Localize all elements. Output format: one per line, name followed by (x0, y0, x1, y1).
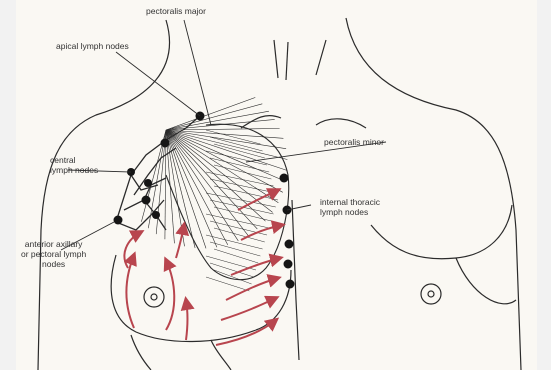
muscle-fiber-line (206, 151, 267, 165)
muscle-fiber-line (166, 130, 248, 236)
internal-thoracic-lymph-node (285, 240, 294, 249)
anatomy-figure: pectoralis major apical lymph nodes pect… (16, 0, 537, 370)
internal-thoracic-lymph-node (284, 260, 293, 269)
internal-thoracic-lymph-node (286, 280, 295, 289)
muscle-fiber-line (214, 207, 271, 221)
label-anterior-axillary-nodes: anterior axillary or pectoral lymph node… (21, 239, 86, 269)
internal-thoracic-lymph-node (280, 174, 289, 183)
central-lymph-node (161, 139, 170, 148)
muscle-fiber-line (166, 119, 275, 130)
label-pectoralis-minor: pectoralis minor (324, 137, 384, 147)
torso-outline (38, 18, 521, 370)
label-internal-thoracic-lymph-nodes: internal thoracic lymph nodes (320, 197, 380, 217)
label-apical-lymph-nodes: apical lymph nodes (56, 41, 129, 51)
muscle-fiber-line (214, 228, 265, 242)
central-lymph-node (144, 179, 152, 187)
label-central-lymph-nodes: central lymph nodes (50, 155, 98, 175)
muscle-fiber-line (214, 165, 271, 179)
breast-lymphatic-illustration (16, 0, 537, 370)
drainage-arrows (124, 190, 282, 345)
muscle-fiber-line (166, 130, 238, 241)
muscle-fiber-line (206, 172, 274, 186)
muscle-fiber-line (210, 242, 260, 256)
pectoral-lymph-node (142, 196, 151, 205)
label-pectoralis-major: pectoralis major (146, 6, 206, 16)
muscle-fiber-line (214, 186, 278, 200)
pectoral-lymph-node (114, 216, 123, 225)
muscle-fiber-line (214, 144, 265, 158)
pectoral-lymph-node (152, 211, 160, 219)
muscle-fiber-line (214, 270, 252, 284)
muscle-fiber-line (214, 249, 258, 263)
muscle-fiber-line (166, 98, 255, 131)
muscle-fiber-line (166, 130, 278, 203)
muscle-fiber-line (210, 179, 276, 193)
muscle-fiber-line (166, 104, 262, 130)
